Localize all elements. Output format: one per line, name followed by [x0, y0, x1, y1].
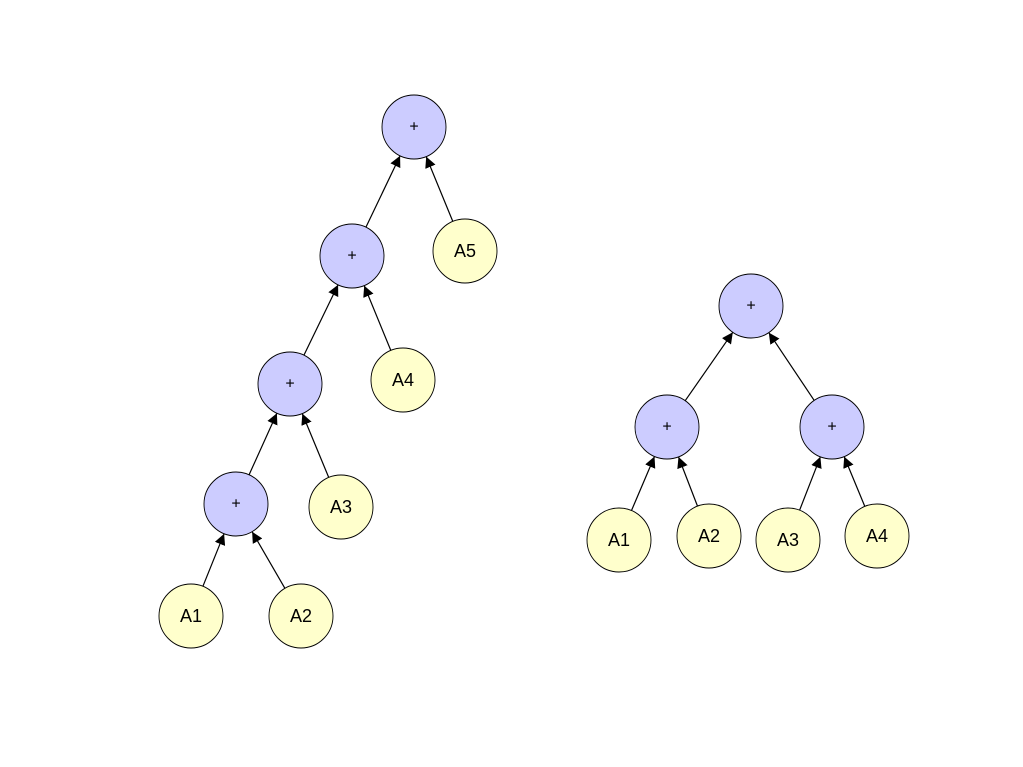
operator-label: +: [285, 376, 294, 393]
operator-circle: [799, 394, 865, 460]
operand-label: A1: [608, 530, 630, 550]
sequential-tree-nodes: + + + + A1 A2 A3 A4 A5: [158, 94, 498, 649]
operand-node: A4: [844, 503, 910, 569]
operand-circle: [370, 347, 436, 413]
operand-label: A3: [330, 497, 352, 517]
edge-arrow: [365, 155, 401, 228]
edge-arrow: [303, 284, 339, 356]
operand-label: A2: [290, 606, 312, 626]
operator-circle: [718, 273, 784, 339]
operand-node: A3: [755, 507, 821, 573]
sequential-tree-edges: [202, 155, 454, 589]
edge-arrow: [677, 456, 699, 507]
edge-arrow: [684, 331, 734, 402]
edge-arrow: [202, 533, 226, 587]
operator-node: +: [257, 351, 323, 417]
edges-layer: [202, 155, 866, 589]
operand-label: A1: [180, 606, 202, 626]
operand-circle: [158, 583, 224, 649]
operand-node: A1: [586, 507, 652, 573]
operator-node: +: [634, 394, 700, 460]
operator-node: +: [799, 394, 865, 460]
operand-node: A2: [676, 503, 742, 569]
operand-label: A4: [392, 370, 414, 390]
balanced-tree-edges: [630, 331, 866, 511]
edge-arrow: [425, 156, 454, 222]
operand-circle: [844, 503, 910, 569]
operator-label: +: [409, 119, 418, 136]
edge-arrow: [630, 456, 656, 511]
operand-node: A3: [308, 474, 374, 540]
operand-node: A4: [370, 347, 436, 413]
operand-circle: [676, 503, 742, 569]
operand-circle: [432, 218, 498, 284]
operand-label: A2: [698, 526, 720, 546]
operator-label: +: [827, 419, 836, 436]
operator-label: +: [231, 496, 240, 513]
operator-circle: [319, 223, 385, 289]
operator-circle: [381, 94, 447, 160]
operand-circle: [755, 507, 821, 573]
edge-arrow: [363, 285, 392, 351]
operator-label: +: [746, 298, 755, 315]
operator-node: +: [718, 273, 784, 339]
operand-node: A2: [268, 583, 334, 649]
edge-arrow: [248, 412, 278, 476]
edge-arrow: [799, 456, 822, 511]
operand-circle: [268, 583, 334, 649]
operator-label: +: [662, 419, 671, 436]
edge-arrow: [768, 332, 815, 401]
operand-node: A5: [432, 218, 498, 284]
operator-label: +: [347, 248, 356, 265]
balanced-tree-nodes: + + + A1 A2 A3 A4: [586, 273, 910, 573]
operand-circle: [586, 507, 652, 573]
operator-circle: [257, 351, 323, 417]
operator-node: +: [381, 94, 447, 160]
operator-circle: [634, 394, 700, 460]
operand-label: A3: [777, 530, 799, 550]
operand-label: A5: [454, 241, 476, 261]
operator-node: +: [203, 471, 269, 537]
operand-label: A4: [866, 526, 888, 546]
edge-arrow: [843, 456, 866, 507]
edge-arrow: [251, 531, 286, 589]
operand-node: A1: [158, 583, 224, 649]
edge-arrow: [301, 413, 330, 478]
operator-circle: [203, 471, 269, 537]
operand-circle: [308, 474, 374, 540]
operator-node: +: [319, 223, 385, 289]
